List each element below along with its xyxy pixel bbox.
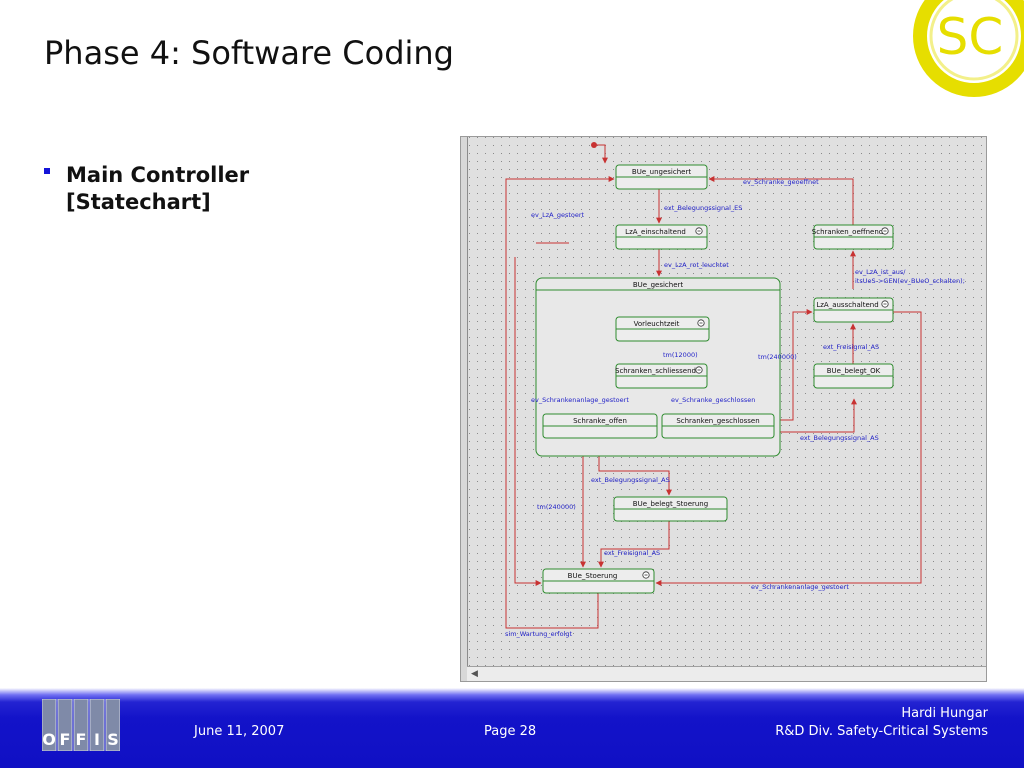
bullet-text: Main Controller [Statechart] — [66, 163, 250, 214]
state-box[interactable]: BUe_belegt_Stoerung — [613, 496, 728, 522]
transition-label: tm(240000) — [758, 353, 797, 361]
offis-logo-tile — [105, 699, 120, 751]
offis-logo-tile — [57, 699, 73, 751]
state-label: BUe_ungesichert — [632, 168, 691, 176]
offis-logo-letter: I — [94, 730, 100, 749]
footer-division: R&D Div. Safety-Critical Systems — [775, 724, 988, 739]
offis-logo-letter: F — [60, 730, 71, 749]
scroll-left-icon[interactable]: ◀ — [471, 669, 478, 679]
state-box[interactable]: Schranken_schliessend — [615, 363, 708, 389]
transition-label: ev_Schrankenanlage_gestoert — [751, 583, 849, 591]
transition-label: ev_Schrankenanlage_gestoert — [531, 396, 629, 404]
state-label: BUe_belegt_OK — [827, 367, 881, 375]
transition-arrow — [598, 521, 670, 568]
transition-label: ext_Freisignal_AS — [604, 549, 660, 557]
state-box[interactable]: BUe_ungesichert — [615, 164, 708, 190]
footer-date: June 11, 2007 — [194, 724, 285, 739]
transition-label: ev_LzA_gestoert — [531, 211, 585, 219]
footer-author: Hardi Hungar — [901, 706, 988, 721]
offis-logo-tile — [73, 699, 89, 751]
horizontal-scrollbar[interactable]: ◀ — [467, 666, 986, 681]
state-label: Schranken_oeffnend — [812, 228, 883, 236]
state-box[interactable]: Vorleuchtzeit — [615, 316, 710, 342]
state-label: BUe_belegt_Stoerung — [633, 500, 708, 508]
offis-logo-letter: O — [42, 730, 56, 749]
transition-label: ev_LzA_rot_leuchtet — [664, 261, 729, 269]
offis-logo-letter: S — [107, 730, 119, 749]
transition-label: ext_Belegungssignal_AS — [800, 434, 879, 442]
transition-arrow — [775, 398, 857, 433]
sc-logo: SC — [913, 0, 1024, 97]
transition-label: tm(240000) — [537, 503, 576, 511]
initial-state-dot — [591, 142, 597, 148]
state-label: Schranke_offen — [573, 417, 627, 425]
state-label: Vorleuchtzeit — [634, 320, 680, 328]
state-box[interactable]: Schranke_offen — [542, 413, 658, 439]
state-box[interactable]: Schranken_oeffnend — [812, 224, 894, 250]
transition-label: ev_LzA_ist_aus/ — [855, 268, 906, 276]
state-box[interactable]: BUe_belegt_OK — [813, 363, 894, 389]
state-box[interactable]: Schranken_geschlossen — [661, 413, 775, 439]
offis-logo-tile — [89, 699, 105, 751]
transition-label: sim_Wartung_erfolgt — [505, 630, 572, 638]
transition-arrow — [505, 176, 615, 629]
state-label: LzA_einschaltend — [625, 228, 686, 236]
state-label: BUe_gesichert — [633, 281, 684, 289]
transition-label: tm(12000) — [663, 351, 698, 359]
transition-label: itsUeS->GEN(ev_BUeO_schalten); — [855, 277, 965, 285]
transition-arrow — [708, 176, 854, 225]
state-box[interactable]: LzA_ausschaltend — [813, 297, 894, 323]
state-box[interactable]: BUe_Stoerung — [542, 568, 655, 594]
transition-label: ext_Belegungssignal_AS — [591, 476, 670, 484]
transition-label: ext_Freisignal_AS — [823, 343, 879, 351]
state-label: LzA_ausschaltend — [816, 301, 878, 309]
offis-logo-tile — [42, 699, 57, 751]
transition-label: ext_Belegungssignal_ES — [664, 204, 742, 212]
sc-logo-text: SC — [937, 8, 1004, 66]
bullet-marker — [44, 168, 50, 174]
state-label: Schranken_geschlossen — [676, 417, 759, 425]
offis-logo-letter: F — [76, 730, 87, 749]
footer-bar — [0, 688, 1024, 768]
state-label: BUe_Stoerung — [568, 572, 618, 580]
state-label: Schranken_schliessend — [615, 367, 696, 375]
footer-page: Page 28 — [484, 724, 537, 739]
transition-arrow — [775, 309, 813, 421]
transition-label: ev_Schranke_geschlossen — [671, 396, 755, 404]
transition-arrow — [594, 144, 608, 164]
transition-arrow — [655, 311, 922, 586]
transition-arrow — [514, 257, 542, 586]
slide-title: Phase 4: Software Coding — [44, 34, 454, 72]
transition-label: ev_Schranke_geoeffnet — [743, 178, 819, 186]
statechart-diagram: BUe_gesichert BUe_ungesichertLzA_einschal… — [467, 137, 986, 667]
state-box[interactable]: LzA_einschaltend — [615, 224, 708, 250]
